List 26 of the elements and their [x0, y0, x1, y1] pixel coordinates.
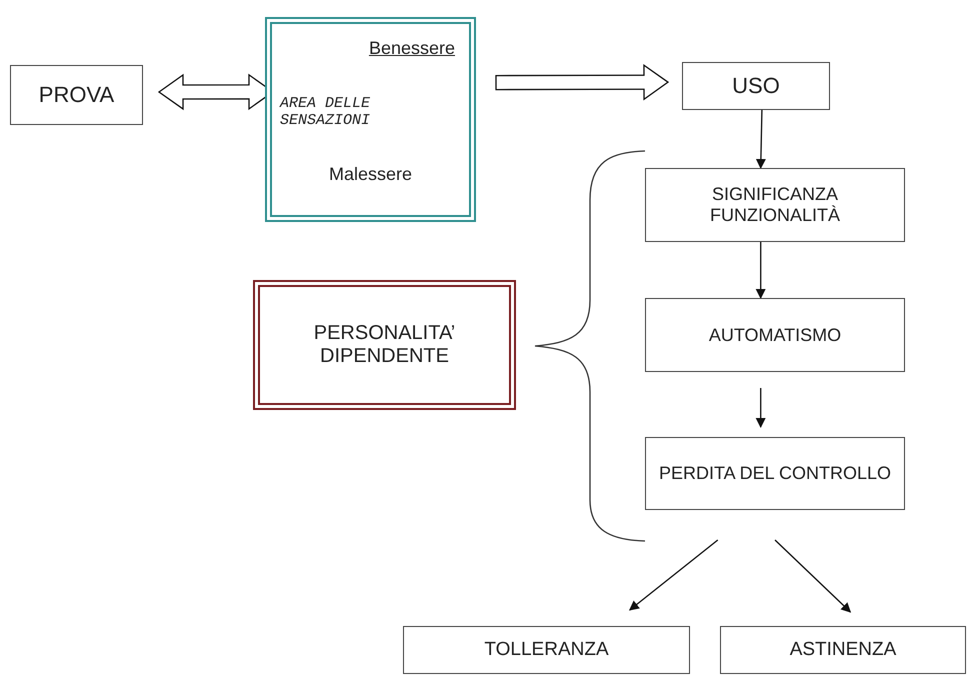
process-box — [645, 298, 905, 372]
sensation-area-box — [265, 17, 476, 222]
arrow — [628, 540, 718, 611]
process-box — [645, 437, 905, 510]
box-label: ASTINENZA — [790, 639, 896, 661]
state-label: Benessere — [368, 38, 455, 59]
arrow — [774, 540, 852, 613]
process-box — [10, 65, 143, 125]
box-label: AUTOMATISMO — [708, 324, 842, 346]
block-arrow — [495, 64, 670, 100]
box-label: PERSONALITA’ DIPENDENTE — [312, 322, 456, 368]
box-label: USO — [732, 73, 780, 99]
state-label: Malessere — [328, 164, 412, 185]
arrow — [756, 242, 766, 299]
arrow — [756, 110, 766, 169]
process-box — [645, 168, 905, 242]
box-label: SIGNIFICANZA FUNZIONALITÀ — [708, 184, 841, 226]
process-box — [403, 626, 690, 674]
area-label: AREA DELLE SENSAZIONI — [280, 94, 372, 128]
box-label: PROVA — [38, 82, 114, 108]
box-label: PERDITA DEL CONTROLLO — [658, 463, 892, 484]
arrow — [756, 388, 766, 428]
process-box — [682, 62, 830, 110]
process-box — [720, 626, 966, 674]
box-label: TOLLERANZA — [484, 639, 609, 661]
double-bordered-box — [253, 280, 516, 410]
